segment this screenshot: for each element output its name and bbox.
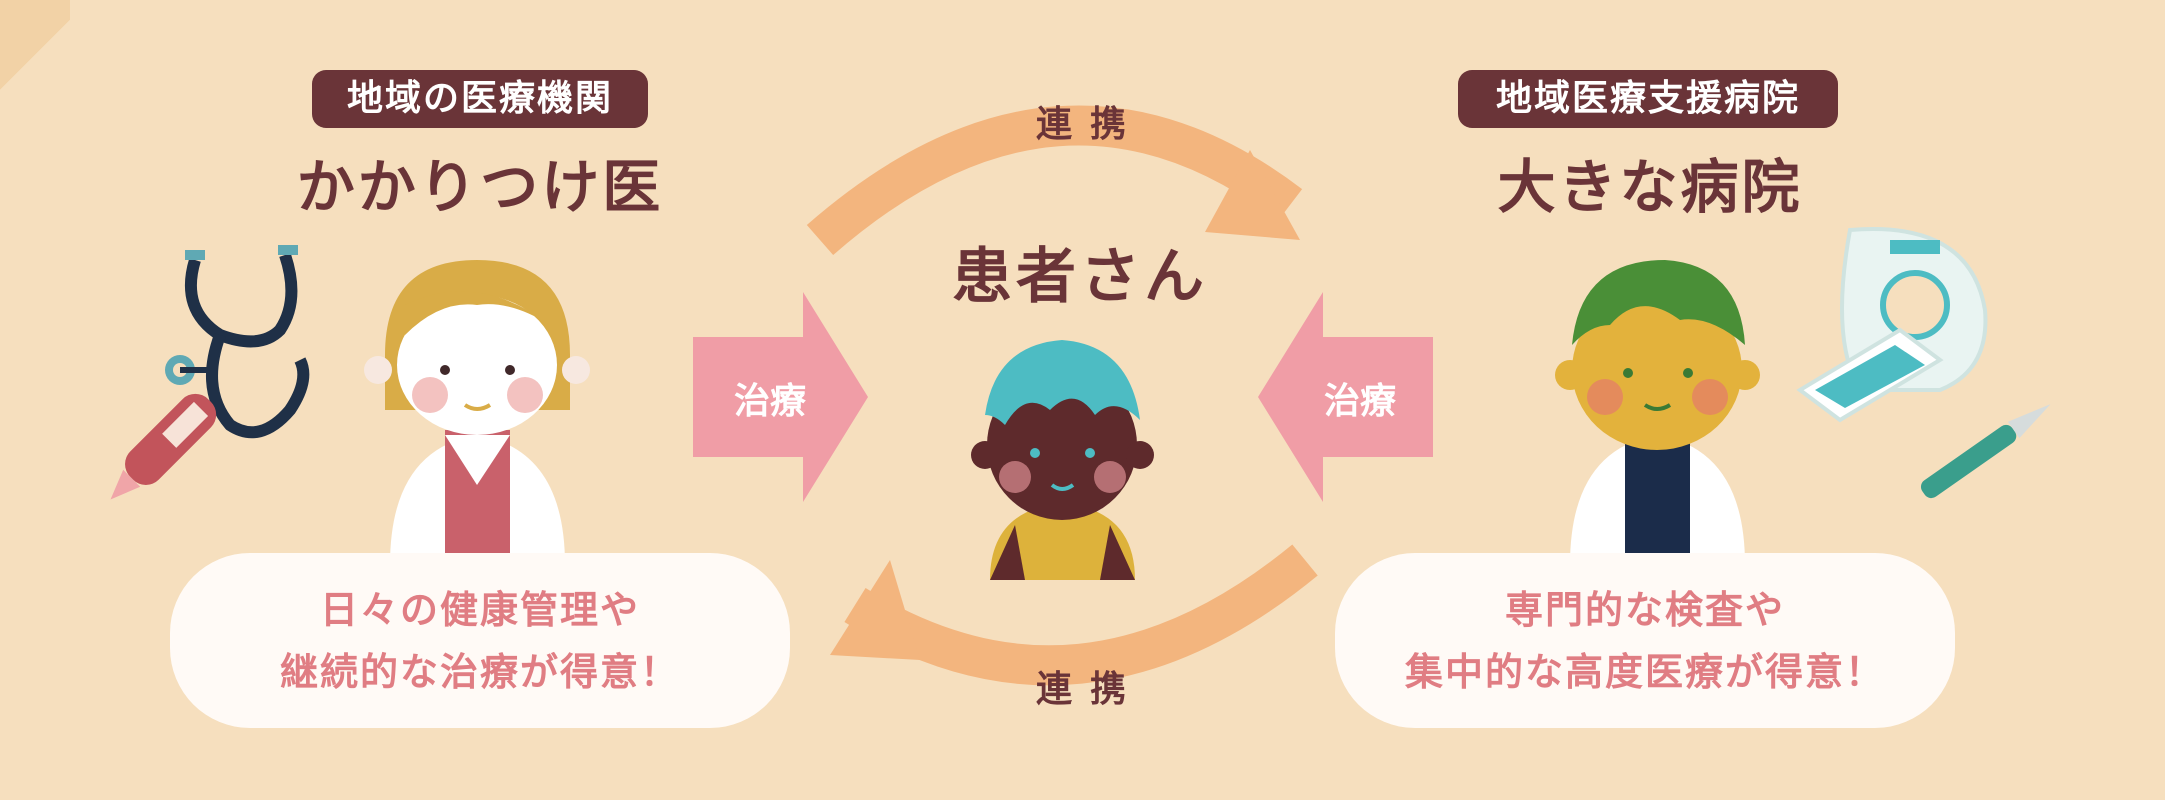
right-title: 大きな病院 (1497, 153, 1803, 221)
hospital-doctor-illustration (1555, 260, 1760, 565)
thermometer-icon (110, 393, 217, 500)
left-speech-bubble: 日々の健康管理や 継続的な治療が得意！ (170, 553, 790, 728)
bottom-cooperation-label: 連携 (1035, 669, 1144, 710)
right-speech-bubble: 専門的な検査や 集中的な高度医療が得意！ (1335, 553, 1955, 728)
bottom-cooperation-arc (844, 544, 1318, 686)
top-cooperation-arc (806, 105, 1303, 256)
scalpel-icon (1920, 404, 2051, 499)
top-arc-arrowhead (1205, 150, 1300, 240)
right-bubble-line2: 集中的な高度医療が得意！ (1404, 649, 1885, 694)
patient-title: 患者さん (952, 242, 1208, 312)
stethoscope-icon (165, 245, 310, 439)
top-cooperation-label: 連携 (1035, 104, 1144, 145)
right-treatment-arrow (1258, 292, 1433, 502)
right-treatment-label: 治療 (1323, 381, 1396, 422)
left-title: かかりつけ医 (296, 153, 664, 221)
left-treatment-arrow (693, 292, 868, 502)
left-treatment-label: 治療 (733, 381, 806, 422)
patient-illustration (971, 340, 1154, 580)
family-doctor-illustration (364, 260, 590, 565)
right-bubble-line1: 専門的な検査や (1504, 587, 1785, 632)
left-bubble-line1: 日々の健康管理や (319, 587, 640, 632)
ct-scanner-icon (1796, 227, 1988, 423)
left-badge: 地域の医療機関 (312, 70, 648, 128)
corner-decoration (0, 0, 70, 110)
right-badge: 地域医療支援病院 (1458, 70, 1838, 128)
left-bubble-line2: 継続的な治療が得意！ (279, 649, 680, 694)
bottom-arc-arrowhead (830, 560, 920, 660)
